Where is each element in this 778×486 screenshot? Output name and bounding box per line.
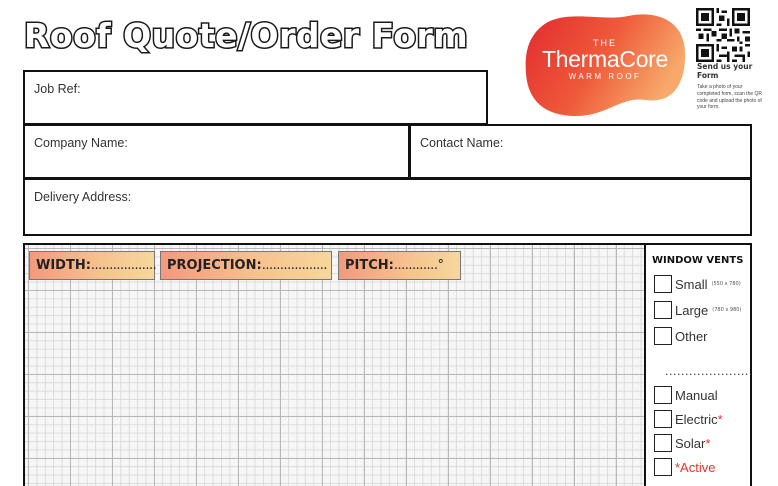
vent-option-manual[interactable]: Manual <box>654 385 718 405</box>
solar-checkbox[interactable] <box>654 434 672 452</box>
manual-checkbox[interactable] <box>654 386 672 404</box>
contact-name-field[interactable]: Contact Name: <box>409 124 752 179</box>
job-ref-field[interactable]: Job Ref: <box>23 70 488 125</box>
width-label: WIDTH: <box>36 258 91 273</box>
vent-option-small[interactable]: Small (550 x 780) <box>654 274 741 294</box>
vent-option-active[interactable]: *Active <box>654 457 715 477</box>
width-field[interactable]: WIDTH:.................. <box>29 251 157 280</box>
window-vents-panel: WINDOW VENTS Small (550 x 780) Large (78… <box>644 243 752 486</box>
thermacore-logo <box>525 14 686 117</box>
vent-option-electric[interactable]: Electric* <box>654 409 723 429</box>
large-label: Large <box>675 302 709 318</box>
small-label: Small <box>675 276 708 292</box>
large-size: (780 x 980) <box>712 307 742 313</box>
qr-code[interactable] <box>696 8 750 62</box>
delivery-address-field[interactable]: Delivery Address: <box>23 178 752 236</box>
logo-tagline: WARM ROOF <box>568 72 642 81</box>
pitch-label: PITCH: <box>345 258 394 273</box>
solar-star: * <box>705 435 711 451</box>
logo-brand: ThermaCore <box>541 46 669 72</box>
other-label: Other <box>675 328 708 344</box>
vent-option-large[interactable]: Large (780 x 980) <box>654 300 741 320</box>
manual-label: Manual <box>675 387 718 403</box>
projection-label: PROJECTION: <box>167 258 262 273</box>
small-size: (550 x 780) <box>711 281 741 287</box>
contact-name-label: Contact Name: <box>420 136 504 150</box>
company-name-field[interactable]: Company Name: <box>23 124 410 179</box>
solar-label: Solar* <box>675 435 711 451</box>
pitch-field[interactable]: PITCH:............° <box>338 251 461 280</box>
drawing-grid[interactable] <box>23 243 647 486</box>
electric-checkbox[interactable] <box>654 410 672 428</box>
qr-title: Send us your Form <box>697 62 753 80</box>
job-ref-label: Job Ref: <box>34 82 81 96</box>
qr-description: Take a photo of your completed form, sca… <box>697 84 763 111</box>
other-dots-line: ...................... <box>665 365 753 378</box>
vent-option-solar[interactable]: Solar* <box>654 433 710 453</box>
active-checkbox[interactable] <box>654 458 672 476</box>
window-vents-title: WINDOW VENTS <box>652 255 744 266</box>
company-name-label: Company Name: <box>34 136 128 150</box>
pitch-dots: ............° <box>393 258 444 273</box>
width-dots: .................. <box>90 258 157 273</box>
large-checkbox[interactable] <box>654 301 672 319</box>
small-checkbox[interactable] <box>654 275 672 293</box>
active-label: *Active <box>675 459 716 475</box>
projection-field[interactable]: PROJECTION:.................. <box>160 251 332 280</box>
other-checkbox[interactable] <box>654 327 672 345</box>
electric-star: * <box>717 411 723 427</box>
delivery-address-label: Delivery Address: <box>34 190 132 204</box>
form-title: Roof Quote/Order Form <box>22 15 469 57</box>
projection-dots: .................. <box>261 258 328 273</box>
logo-prefix: THE <box>593 38 617 48</box>
vent-option-other[interactable]: Other <box>654 326 708 346</box>
electric-label: Electric* <box>675 411 723 427</box>
